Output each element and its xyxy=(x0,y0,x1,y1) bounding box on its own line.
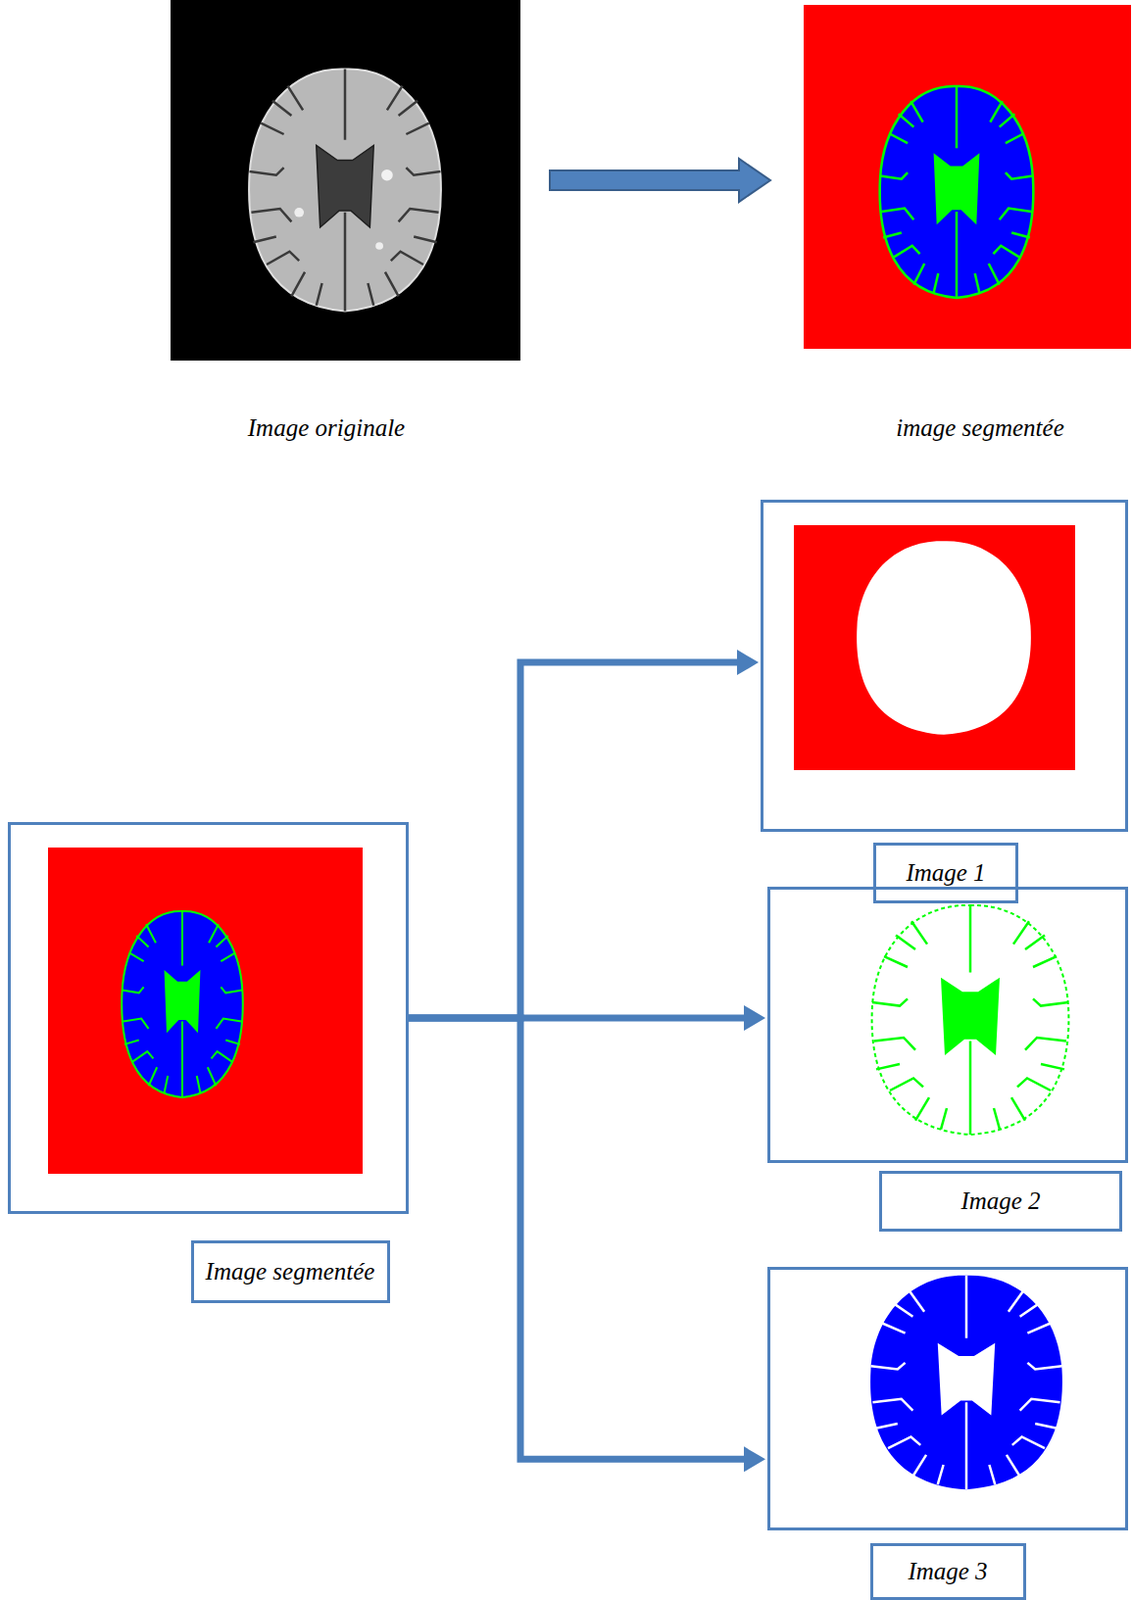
caption-text: Image 2 xyxy=(960,1187,1040,1216)
image-frame: Image 3 xyxy=(767,1267,1129,1531)
caption-text: Image 1 xyxy=(905,859,985,887)
segmented-background xyxy=(48,847,363,1175)
caption-text: Image segmentée xyxy=(205,1258,376,1286)
caption: Image originale xyxy=(228,406,425,450)
connector-arrow xyxy=(549,158,771,202)
caption-text: image segmentée xyxy=(895,414,1064,443)
image-frame: Image 2 xyxy=(767,886,1129,1164)
connector-arrow xyxy=(408,649,759,1019)
image-frame: Image 1 xyxy=(760,499,1129,833)
caption: image segmentée xyxy=(877,406,1083,450)
brain-mask xyxy=(856,541,1032,736)
block-arrow xyxy=(549,158,771,202)
csf-class xyxy=(872,905,1070,1135)
connector-arrow xyxy=(408,1018,766,1473)
caption-box: Image segmentée xyxy=(191,1240,391,1304)
arrowhead xyxy=(737,649,759,676)
connector-line xyxy=(408,1018,744,1460)
segmented-brain xyxy=(880,86,1034,298)
caption-box: Image 3 xyxy=(870,1543,1027,1600)
mri-brain xyxy=(248,68,442,311)
background-class xyxy=(793,525,1076,771)
caption-text: Image originale xyxy=(247,414,405,443)
mri-background xyxy=(170,0,521,361)
caption-text: Image 3 xyxy=(907,1558,987,1586)
image-frame: image segmentée xyxy=(803,4,1132,349)
image-frame: Image segmentée xyxy=(7,822,409,1215)
arrowhead xyxy=(743,1005,766,1032)
caption-box: Image 2 xyxy=(879,1171,1123,1232)
image-frame: Image originale xyxy=(170,0,521,361)
connector-line xyxy=(408,662,738,1019)
segmented-background xyxy=(803,4,1132,349)
tissue-class xyxy=(870,1276,1063,1490)
arrowhead xyxy=(743,1446,766,1473)
caption-box: Image 1 xyxy=(873,842,1019,904)
segmented-brain xyxy=(121,911,244,1098)
